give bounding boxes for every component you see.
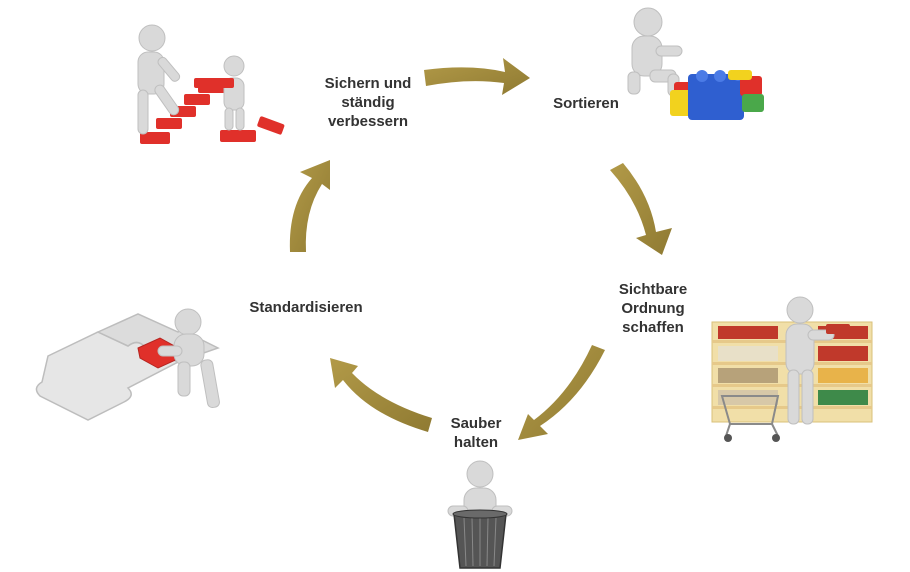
arrow-sichtbar-to-sauber: [518, 345, 605, 440]
step-label-sortieren: Sortieren: [536, 94, 636, 113]
arrow-sauber-to-standard: [330, 358, 432, 432]
step-label-sauber: Sauber halten: [436, 414, 516, 452]
arrow-sortieren-to-sichtbar: [610, 163, 672, 255]
label-line: Sauber: [450, 415, 502, 432]
staircase-figures-icon: [137, 24, 285, 144]
label-line: schaffen: [622, 319, 684, 336]
label-line: Sichtbare: [618, 281, 688, 298]
step-label-sichern: Sichern und ständig verbessern: [308, 74, 428, 131]
label-line: verbessern: [327, 113, 409, 130]
trash-bin-figure-icon: [447, 460, 513, 569]
label-line: halten: [453, 434, 499, 451]
label-line: Ordnung: [621, 300, 685, 317]
arrow-sichern-to-sortieren: [424, 58, 530, 95]
step-label-sichtbar: Sichtbare Ordnung schaffen: [598, 280, 708, 337]
store-shelf-figure-icon: [711, 296, 873, 442]
arrow-standard-to-sichern: [289, 160, 330, 252]
puzzle-figure-icon: [35, 308, 220, 421]
step-label-standard: Standardisieren: [236, 298, 376, 317]
label-line: ständig: [341, 94, 395, 111]
label-line: Sortieren: [553, 95, 619, 112]
label-line: Standardisieren: [249, 299, 363, 316]
building-blocks-figure-icon: [627, 7, 764, 120]
label-line: Sichern und: [324, 75, 412, 92]
